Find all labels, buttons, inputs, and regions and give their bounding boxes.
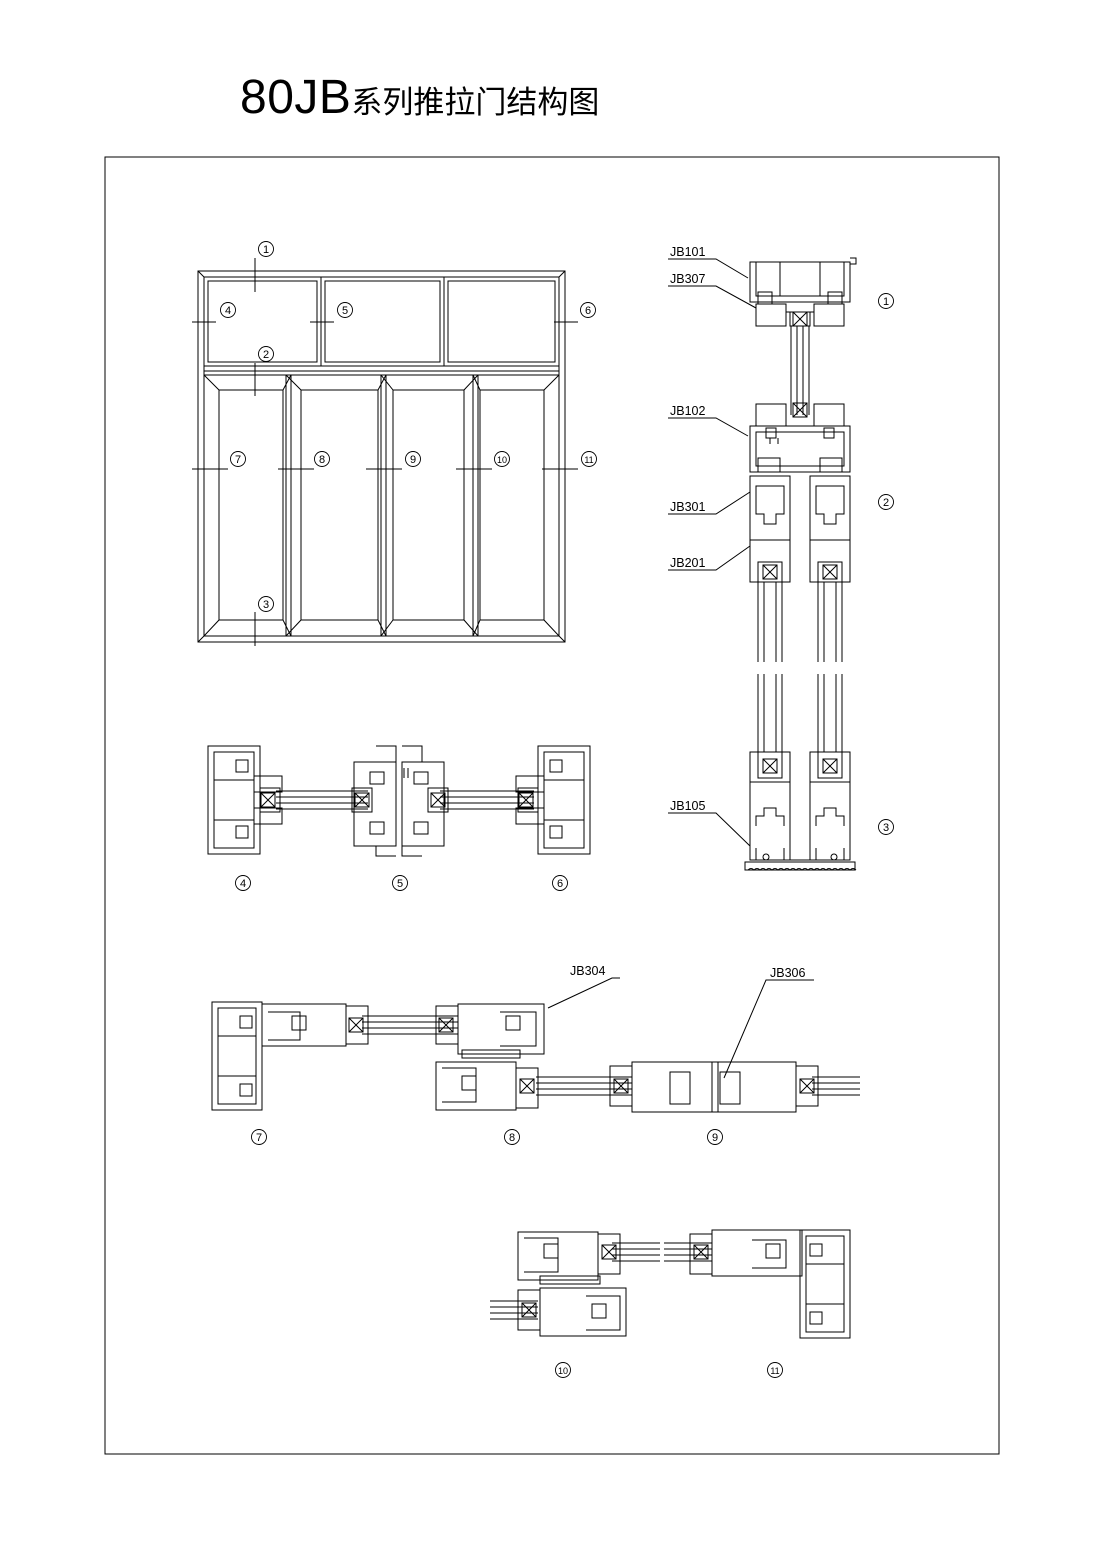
section-marker-2: 2: [258, 346, 274, 362]
section-marker-label: 2: [263, 349, 269, 361]
section-marker-11: 11: [767, 1362, 783, 1378]
label-jb105: JB105: [670, 799, 705, 813]
section-marker-7: 7: [251, 1129, 267, 1145]
label-jb304: JB304: [570, 964, 605, 978]
label-jb201: JB201: [670, 556, 705, 570]
section-4-detail: [207, 745, 325, 855]
transom-profile: [749, 425, 851, 473]
section-marker-label: 3: [263, 599, 269, 611]
section-marker-label: 10: [558, 1366, 568, 1376]
section-marker-label: 7: [256, 1132, 262, 1144]
section-marker-label: 6: [585, 305, 591, 317]
label-jb307: JB307: [670, 272, 705, 286]
outer-frame: [197, 270, 566, 643]
sill-profile: [744, 861, 856, 871]
section-marker-11: 11: [581, 451, 597, 467]
label-jb306: JB306: [770, 966, 805, 980]
section-marker-10: 10: [494, 451, 510, 467]
section-marker-9: 9: [405, 451, 421, 467]
sliding-panel-4: [472, 374, 560, 637]
section-marker-6: 6: [552, 875, 568, 891]
title-code: 80JB: [240, 71, 352, 124]
section-marker-3: 3: [878, 819, 894, 835]
section-marker-label: 8: [509, 1132, 515, 1144]
section-6-detail: [485, 745, 591, 855]
section-marker-label: 4: [240, 878, 246, 890]
section-marker-4: 4: [235, 875, 251, 891]
section-marker-4: 4: [220, 302, 236, 318]
label-jb301: JB301: [670, 500, 705, 514]
title-text: 系列推拉门结构图: [351, 85, 600, 120]
sliding-panel-3: [380, 374, 479, 637]
section-marker-label: 11: [770, 1366, 779, 1376]
section-11-detail: [663, 1229, 851, 1339]
section-marker-label: 1: [883, 296, 889, 308]
section-marker-1: 1: [878, 293, 894, 309]
page-title: 80JB系列推拉门结构图: [240, 70, 599, 125]
section-marker-label: 11: [584, 455, 593, 465]
sliding-panel-2: [285, 374, 387, 637]
section-marker-10: 10: [555, 1362, 571, 1378]
section-marker-label: 2: [883, 497, 889, 509]
section-10-detail: [489, 1231, 661, 1337]
section-marker-2: 2: [878, 494, 894, 510]
section-marker-6: 6: [580, 302, 596, 318]
bead-profile: [755, 303, 787, 327]
label-jb101: JB101: [670, 245, 705, 259]
section-marker-7: 7: [230, 451, 246, 467]
section-marker-label: 9: [410, 454, 416, 466]
section-marker-9: 9: [707, 1129, 723, 1145]
section-marker-label: 3: [883, 822, 889, 834]
door-elevation: [192, 258, 578, 646]
section-marker-5: 5: [392, 875, 408, 891]
section-marker-label: 1: [263, 244, 269, 256]
section-marker-label: 9: [712, 1132, 718, 1144]
section-marker-label: 8: [319, 454, 325, 466]
section-5-detail: [319, 745, 489, 857]
sliding-panel-1: [203, 374, 292, 637]
label-jb102: JB102: [670, 404, 705, 418]
jb304-interlock-profile: [457, 1003, 545, 1055]
section-marker-8: 8: [504, 1129, 520, 1145]
section-marker-label: 4: [225, 305, 231, 317]
fixed-lite-middle: [324, 280, 441, 363]
head-frame-profile: [749, 261, 851, 303]
section-marker-3: 3: [258, 596, 274, 612]
vertical-section: [668, 257, 857, 871]
section-marker-label: 5: [342, 305, 348, 317]
section-marker-label: 5: [397, 878, 403, 890]
section-8-detail: [409, 977, 620, 1111]
fixed-lite-right: [447, 280, 556, 363]
section-marker-8: 8: [314, 451, 330, 467]
section-marker-label: 10: [497, 455, 507, 465]
section-marker-label: 6: [557, 878, 563, 890]
jb306-mullion-profile: [711, 1061, 797, 1113]
drawing-border: [104, 156, 1000, 1455]
section-marker-5: 5: [337, 302, 353, 318]
section-marker-1: 1: [258, 241, 274, 257]
section-marker-label: 7: [235, 454, 241, 466]
section-9-detail: [583, 979, 861, 1113]
section-7-detail: [211, 1001, 411, 1111]
